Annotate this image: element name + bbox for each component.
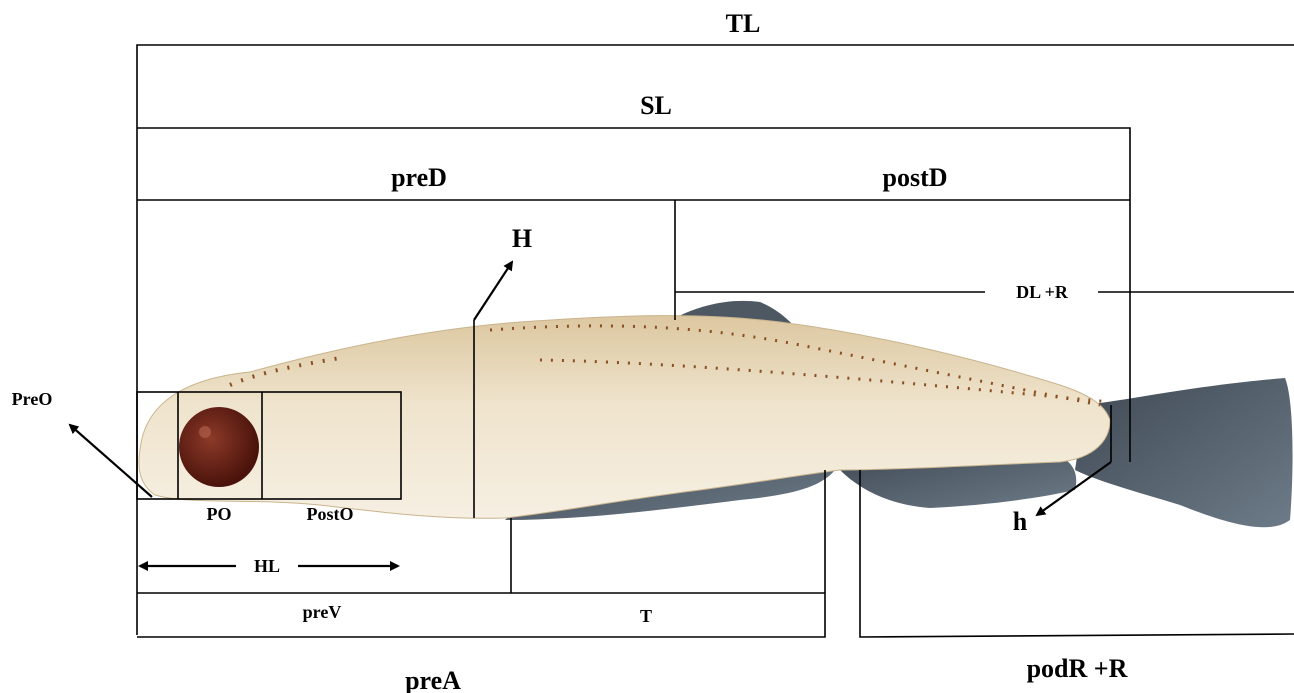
caudal-fin — [1075, 378, 1293, 527]
label-h-depth: h — [1013, 507, 1028, 536]
label-h-height: H — [512, 224, 532, 253]
fish-illustration — [139, 301, 1293, 527]
label-podr-r: podR +R — [1027, 654, 1128, 683]
label-sl: SL — [640, 91, 672, 120]
label-pred: preD — [391, 163, 447, 192]
h-arrow — [474, 262, 512, 320]
label-posto: PostO — [307, 504, 354, 524]
label-dl-r: DL +R — [1016, 282, 1069, 302]
eye — [179, 407, 259, 487]
label-preo: PreO — [12, 389, 53, 409]
label-tl: TL — [726, 9, 761, 38]
label-t: T — [640, 606, 652, 626]
label-prea: preA — [405, 666, 461, 693]
label-prev: preV — [303, 602, 342, 622]
eye-highlight — [199, 426, 211, 438]
label-hl: HL — [254, 556, 280, 576]
label-postd: postD — [882, 163, 947, 192]
label-po: PO — [207, 504, 232, 524]
